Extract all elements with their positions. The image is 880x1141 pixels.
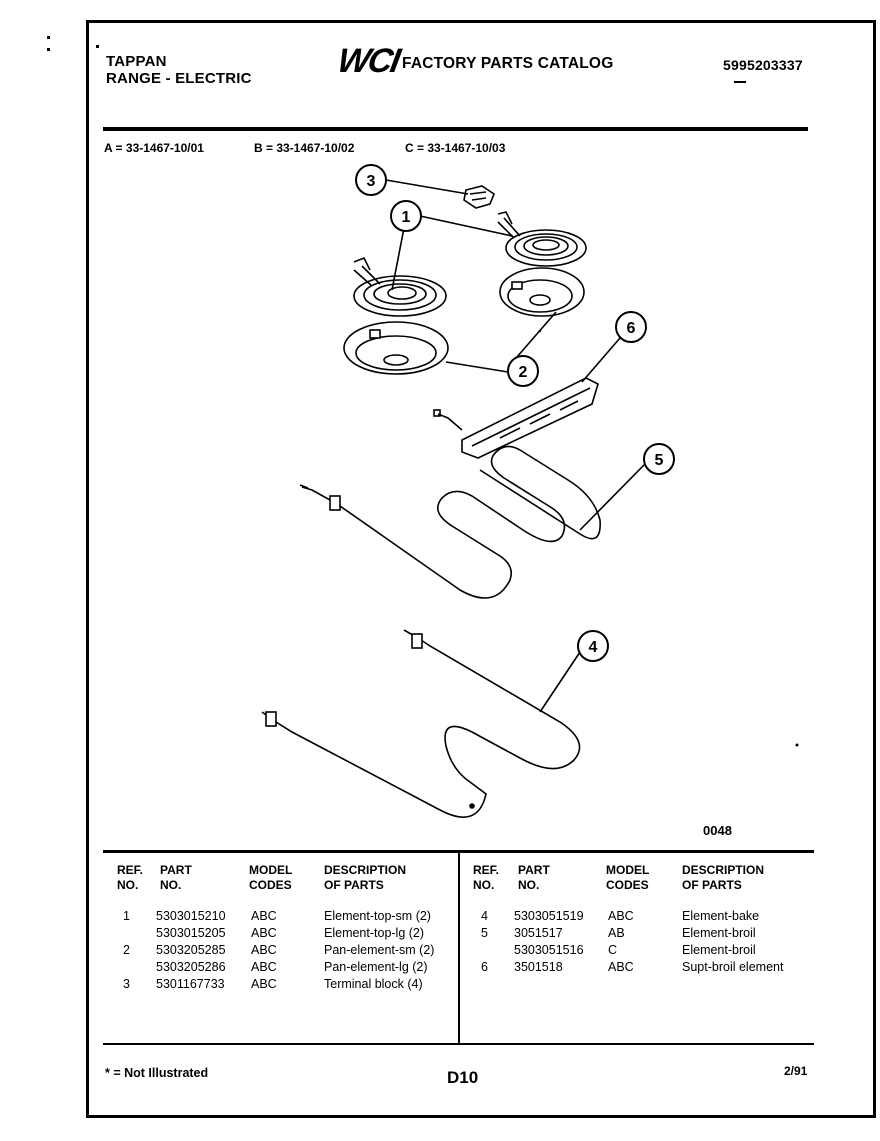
callout-6-label: 6 [627, 320, 636, 337]
header-part-line1: PART [160, 863, 192, 877]
callout-1: 1 [390, 200, 422, 232]
part-no: 5303015210 [156, 909, 226, 923]
header-model-line1: MODEL [249, 863, 293, 877]
not-illustrated-note: * = Not Illustrated [105, 1066, 209, 1080]
header-model-line2: CODES [249, 878, 292, 892]
part-description: Pan-element-lg (2) [324, 960, 428, 974]
part-no: 5303205285 [156, 943, 226, 957]
surface-element-left [353, 256, 447, 317]
part-no: 5303205286 [156, 960, 226, 974]
part-no: 3051517 [514, 926, 563, 940]
header-ref-line2: NO. [117, 878, 139, 892]
catalog-title: FACTORY PARTS CATALOG [402, 55, 614, 72]
header-ref-line2: NO. [473, 878, 495, 892]
part-description: Element-top-sm (2) [324, 909, 431, 923]
header-model-line1: MODEL [606, 863, 650, 877]
part-description: Element-bake [682, 909, 760, 923]
bake-element [261, 629, 581, 818]
model-codes: ABC [608, 960, 634, 974]
model-codes: ABC [251, 926, 277, 940]
model-codes: ABC [608, 909, 634, 923]
model-codes: C [608, 943, 618, 957]
header-part-line1: PART [518, 863, 550, 877]
catalog-number: 5995203337 [723, 57, 803, 73]
exploded-parts-diagram: 3 1 2 6 5 4 [261, 164, 799, 818]
part-description: Element-broil [682, 926, 756, 940]
product-type: RANGE - ELECTRIC [106, 70, 252, 87]
page-frame [86, 20, 876, 1118]
header-ref-line1: REF. [473, 863, 500, 877]
drip-pan-left [343, 321, 449, 375]
ref-no: 4 [481, 909, 488, 923]
callout-5-label: 5 [655, 452, 664, 469]
model-b: B = 33-1467-10/02 [254, 141, 355, 155]
header-part-right: PART NO. [518, 863, 550, 893]
callout-4-label: 4 [589, 639, 598, 656]
ref-no: 2 [123, 943, 130, 957]
header-desc-line2: OF PARTS [682, 878, 742, 892]
callout-6: 6 [615, 311, 647, 343]
callout-3: 3 [355, 164, 387, 196]
header-model-line2: CODES [606, 878, 649, 892]
part-description: Element-top-lg (2) [324, 926, 425, 940]
model-a: A = 33-1467-10/01 [104, 141, 204, 155]
header-ref: REF. NO. [117, 863, 143, 893]
broil-support [433, 377, 599, 459]
header-desc-line2: OF PARTS [324, 878, 384, 892]
model-codes: ABC [251, 943, 277, 957]
part-no: 5303051516 [514, 943, 584, 957]
header-desc-line1: DESCRIPTION [682, 863, 765, 877]
ref-no: 6 [481, 960, 488, 974]
revision-date: 2/91 [784, 1064, 808, 1078]
model-codes: ABC [251, 977, 277, 991]
header-model: MODEL CODES [249, 863, 292, 893]
callout-2-label: 2 [519, 364, 528, 381]
ref-no: 1 [123, 909, 130, 923]
brand-name: TAPPAN [106, 53, 167, 70]
callout-1-label: 1 [402, 209, 411, 226]
broil-element [299, 445, 601, 599]
callout-2: 2 [507, 355, 539, 387]
table-top-rule [103, 850, 814, 853]
callout-3-label: 3 [367, 173, 376, 190]
surface-element-right [497, 211, 587, 267]
header-model-right: MODEL CODES [606, 863, 649, 893]
header-desc: DESCRIPTION OF PARTS [324, 863, 406, 893]
terminal-block [463, 185, 495, 209]
ref-no: 5 [481, 926, 488, 940]
part-no: 3501518 [514, 960, 563, 974]
part-no: 5301167733 [156, 977, 225, 991]
figure-code: 0048 [703, 823, 732, 838]
header-desc-right: DESCRIPTION OF PARTS [682, 863, 764, 893]
part-no: 5303015205 [156, 926, 226, 940]
header-part-line2: NO. [518, 878, 540, 892]
catalog-number-dash [734, 81, 746, 83]
callout-5: 5 [643, 443, 675, 475]
model-codes: ABC [251, 960, 277, 974]
header-part-line2: NO. [160, 878, 182, 892]
model-codes: ABC [251, 909, 277, 923]
model-c: C = 33-1467-10/03 [405, 141, 506, 155]
model-codes: AB [608, 926, 625, 940]
header-part: PART NO. [160, 863, 192, 893]
table-divider [458, 852, 460, 1044]
page-number: D10 [447, 1068, 479, 1087]
speck [96, 45, 99, 48]
speck [47, 36, 50, 39]
drip-pan-right [499, 267, 585, 317]
header-rule [103, 127, 808, 131]
part-no: 5303051519 [514, 909, 584, 923]
header-desc-line1: DESCRIPTION [324, 863, 407, 877]
header-ref-line1: REF. [117, 863, 144, 877]
ref-no: 3 [123, 977, 130, 991]
table-bottom-rule [103, 1043, 814, 1045]
callout-4: 4 [577, 630, 609, 662]
speck [47, 48, 50, 51]
part-description: Terminal block (4) [324, 977, 423, 991]
header-ref-right: REF. NO. [473, 863, 499, 893]
part-description: Element-broil [682, 943, 756, 957]
part-description: Supt-broil element [682, 960, 784, 974]
part-description: Pan-element-sm (2) [324, 943, 435, 957]
